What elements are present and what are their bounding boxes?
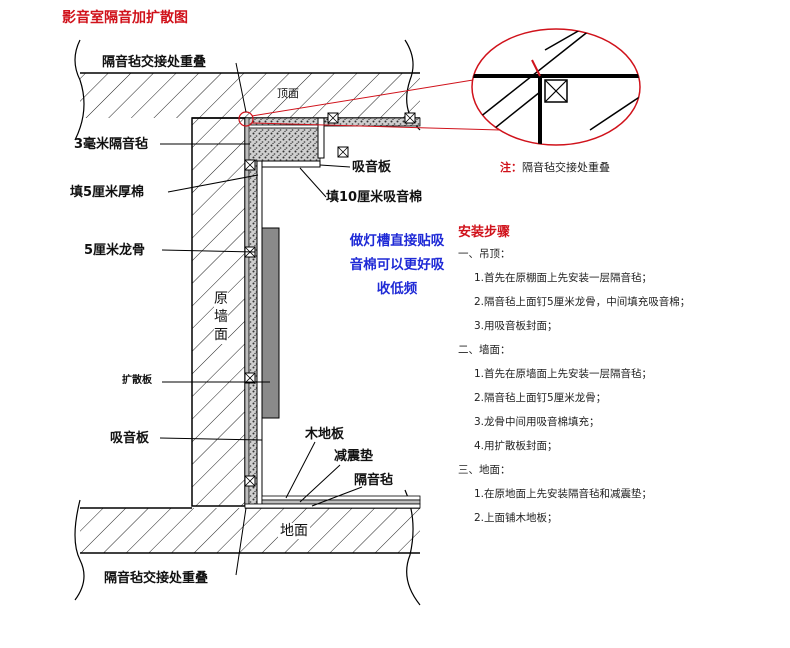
- steps-item: 2.隔音毡上面钉5厘米龙骨；: [474, 392, 607, 404]
- blue-note-line: 音棉可以更好吸: [349, 257, 445, 273]
- steps-item: 1.首先在原棚面上先安装一层隔音毡；: [474, 272, 653, 284]
- steps-heading: 安装步骤: [458, 225, 511, 240]
- steps-item: 4.用扩散板封面；: [474, 440, 558, 452]
- steps-item: 3.龙骨中间用吸音棉填充；: [474, 416, 600, 428]
- floor-slab: [74, 489, 421, 606]
- steps-section-title: 一、吊顶：: [458, 248, 511, 260]
- steps-item: 2.隔音毡上面钉5厘米龙骨，中间填充吸音棉；: [474, 296, 691, 308]
- label-ceiling: 顶面: [277, 87, 299, 100]
- label-absorb-panel-left: 吸音板: [110, 431, 150, 446]
- label-diffuser: 扩散板: [122, 375, 152, 386]
- label-damping-pad: 减震垫: [334, 449, 374, 464]
- label-overlap-bottom: 隔音毡交接处重叠: [104, 571, 209, 586]
- label-wall-original: 原墙面: [214, 290, 228, 344]
- steps-item: 1.首先在原墙面上先安装一层隔音毡；: [474, 368, 653, 380]
- label-felt-floor: 隔音毡: [354, 473, 394, 488]
- label-fill-10cm: 填10厘米吸音棉: [326, 190, 423, 205]
- label-overlap-top: 隔音毡交接处重叠: [102, 55, 207, 70]
- blue-note: 做灯槽直接贴吸 音棉可以更好吸 收低频: [322, 229, 472, 301]
- detail-note: 注：隔音毡交接处重叠: [500, 159, 610, 175]
- wall-treatment: [244, 117, 280, 507]
- label-floor: 地面: [278, 523, 310, 539]
- detail-callout: [238, 28, 641, 146]
- steps-section-title: 二、墙面：: [458, 344, 511, 356]
- steps-section-title: 三、地面：: [458, 464, 511, 476]
- floor-treatment: [244, 495, 421, 509]
- steps-item: 2.上面铺木地板；: [474, 512, 558, 524]
- page-title: 影音室隔音加扩散图: [62, 10, 188, 26]
- label-fill-5cm: 填5厘米厚棉: [70, 185, 145, 200]
- detail-note-prefix: 注：: [500, 161, 522, 174]
- label-felt-3mm: 3毫米隔音毡: [74, 137, 149, 152]
- leader-lines: [159, 62, 363, 576]
- label-wood-floor: 木地板: [305, 427, 345, 442]
- ceiling-treatment: [244, 112, 421, 168]
- label-absorb-panel-right: 吸音板: [352, 160, 392, 175]
- steps-item: 1.在原地面上先安装隔音毡和减震垫；: [474, 488, 653, 500]
- detail-note-text: 隔音毡交接处重叠: [522, 161, 610, 174]
- blue-note-line: 收低频: [376, 281, 418, 297]
- steps-item: 3.用吸音板封面；: [474, 320, 558, 332]
- label-keel-5cm: 5厘米龙骨: [84, 243, 146, 258]
- blue-note-line: 做灯槽直接贴吸: [349, 233, 445, 249]
